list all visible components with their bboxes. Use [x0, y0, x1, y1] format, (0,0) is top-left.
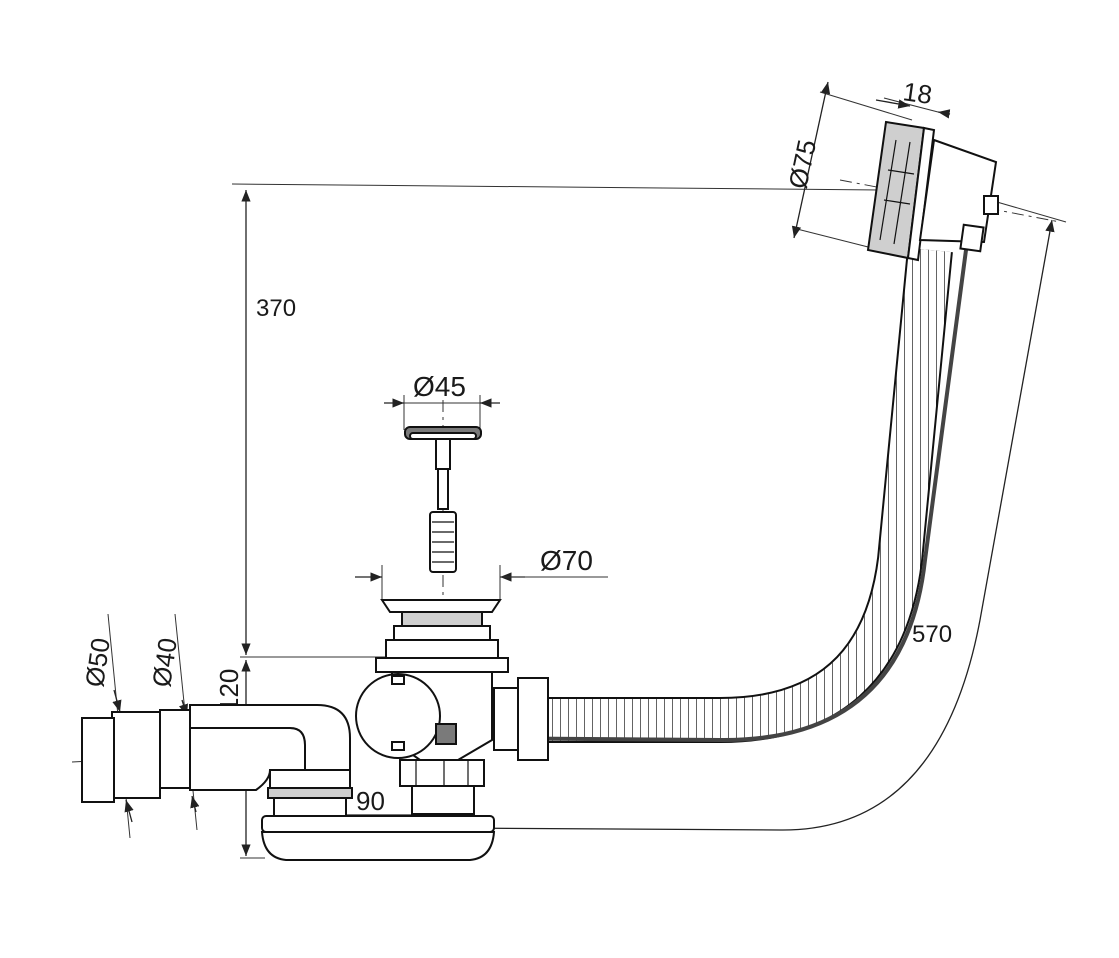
- plug-assembly: [404, 426, 482, 573]
- dimension-570-label: 570: [912, 621, 952, 648]
- dimension-90-label: 90: [356, 786, 385, 816]
- trap-bowl: [260, 769, 496, 861]
- dimension-o45-label: Ø45: [413, 371, 466, 402]
- corrugated-hose: [449, 247, 968, 743]
- dimension-18-label: 18: [901, 76, 934, 110]
- overflow-head: [866, 120, 999, 262]
- dimension-570: 570: [449, 199, 1067, 833]
- dimension-o50-label: Ø50: [79, 636, 116, 689]
- dimension-o70: Ø70: [355, 545, 608, 600]
- drain-body: [355, 599, 549, 815]
- dimension-o45: Ø45: [384, 371, 500, 430]
- dimension-o70-label: Ø70: [540, 545, 593, 576]
- dimension-outlet-diameters: Ø50 Ø40: [79, 613, 200, 839]
- dimension-370: 370: [231, 183, 881, 655]
- outlet-pipe: [81, 704, 351, 803]
- dimension-370-label: 370: [256, 295, 296, 322]
- dimension-o75-label: Ø75: [783, 137, 823, 191]
- dimension-o40-label: Ø40: [146, 636, 183, 689]
